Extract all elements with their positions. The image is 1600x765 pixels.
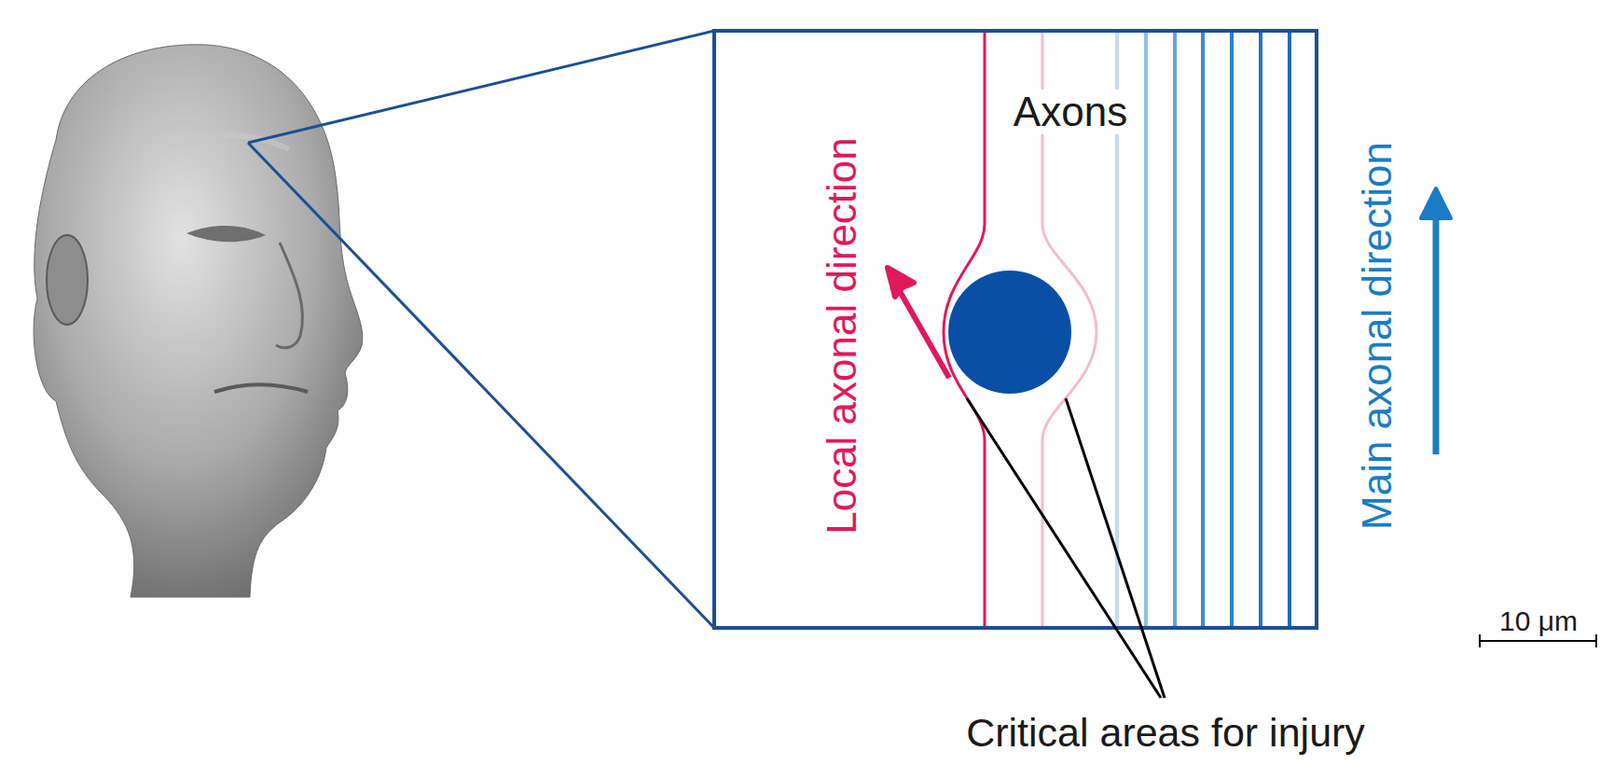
zoom-frame (714, 30, 1317, 628)
axon-lines (1117, 30, 1290, 628)
dimension-label: 10 μm (1499, 605, 1578, 636)
main-direction-arrow (1433, 209, 1440, 455)
arrowhead (887, 267, 914, 297)
direction-label: Main axonal direction (1354, 141, 1400, 530)
inclusion-circle (948, 270, 1072, 394)
scale-bar (1478, 634, 1481, 648)
direction-label: Local axonal direction (819, 137, 865, 535)
arrowhead (1420, 188, 1451, 219)
callout-label: Critical areas for injury (965, 710, 1366, 755)
axons-label: Axons (1009, 89, 1132, 135)
zoom-line (248, 30, 715, 143)
leader-line (1065, 398, 1165, 698)
leader-line (966, 398, 1161, 698)
zoom-line (248, 142, 715, 628)
scale-bar (1595, 634, 1598, 648)
local-direction-arrow (893, 279, 950, 378)
scale-bar (1479, 639, 1597, 642)
